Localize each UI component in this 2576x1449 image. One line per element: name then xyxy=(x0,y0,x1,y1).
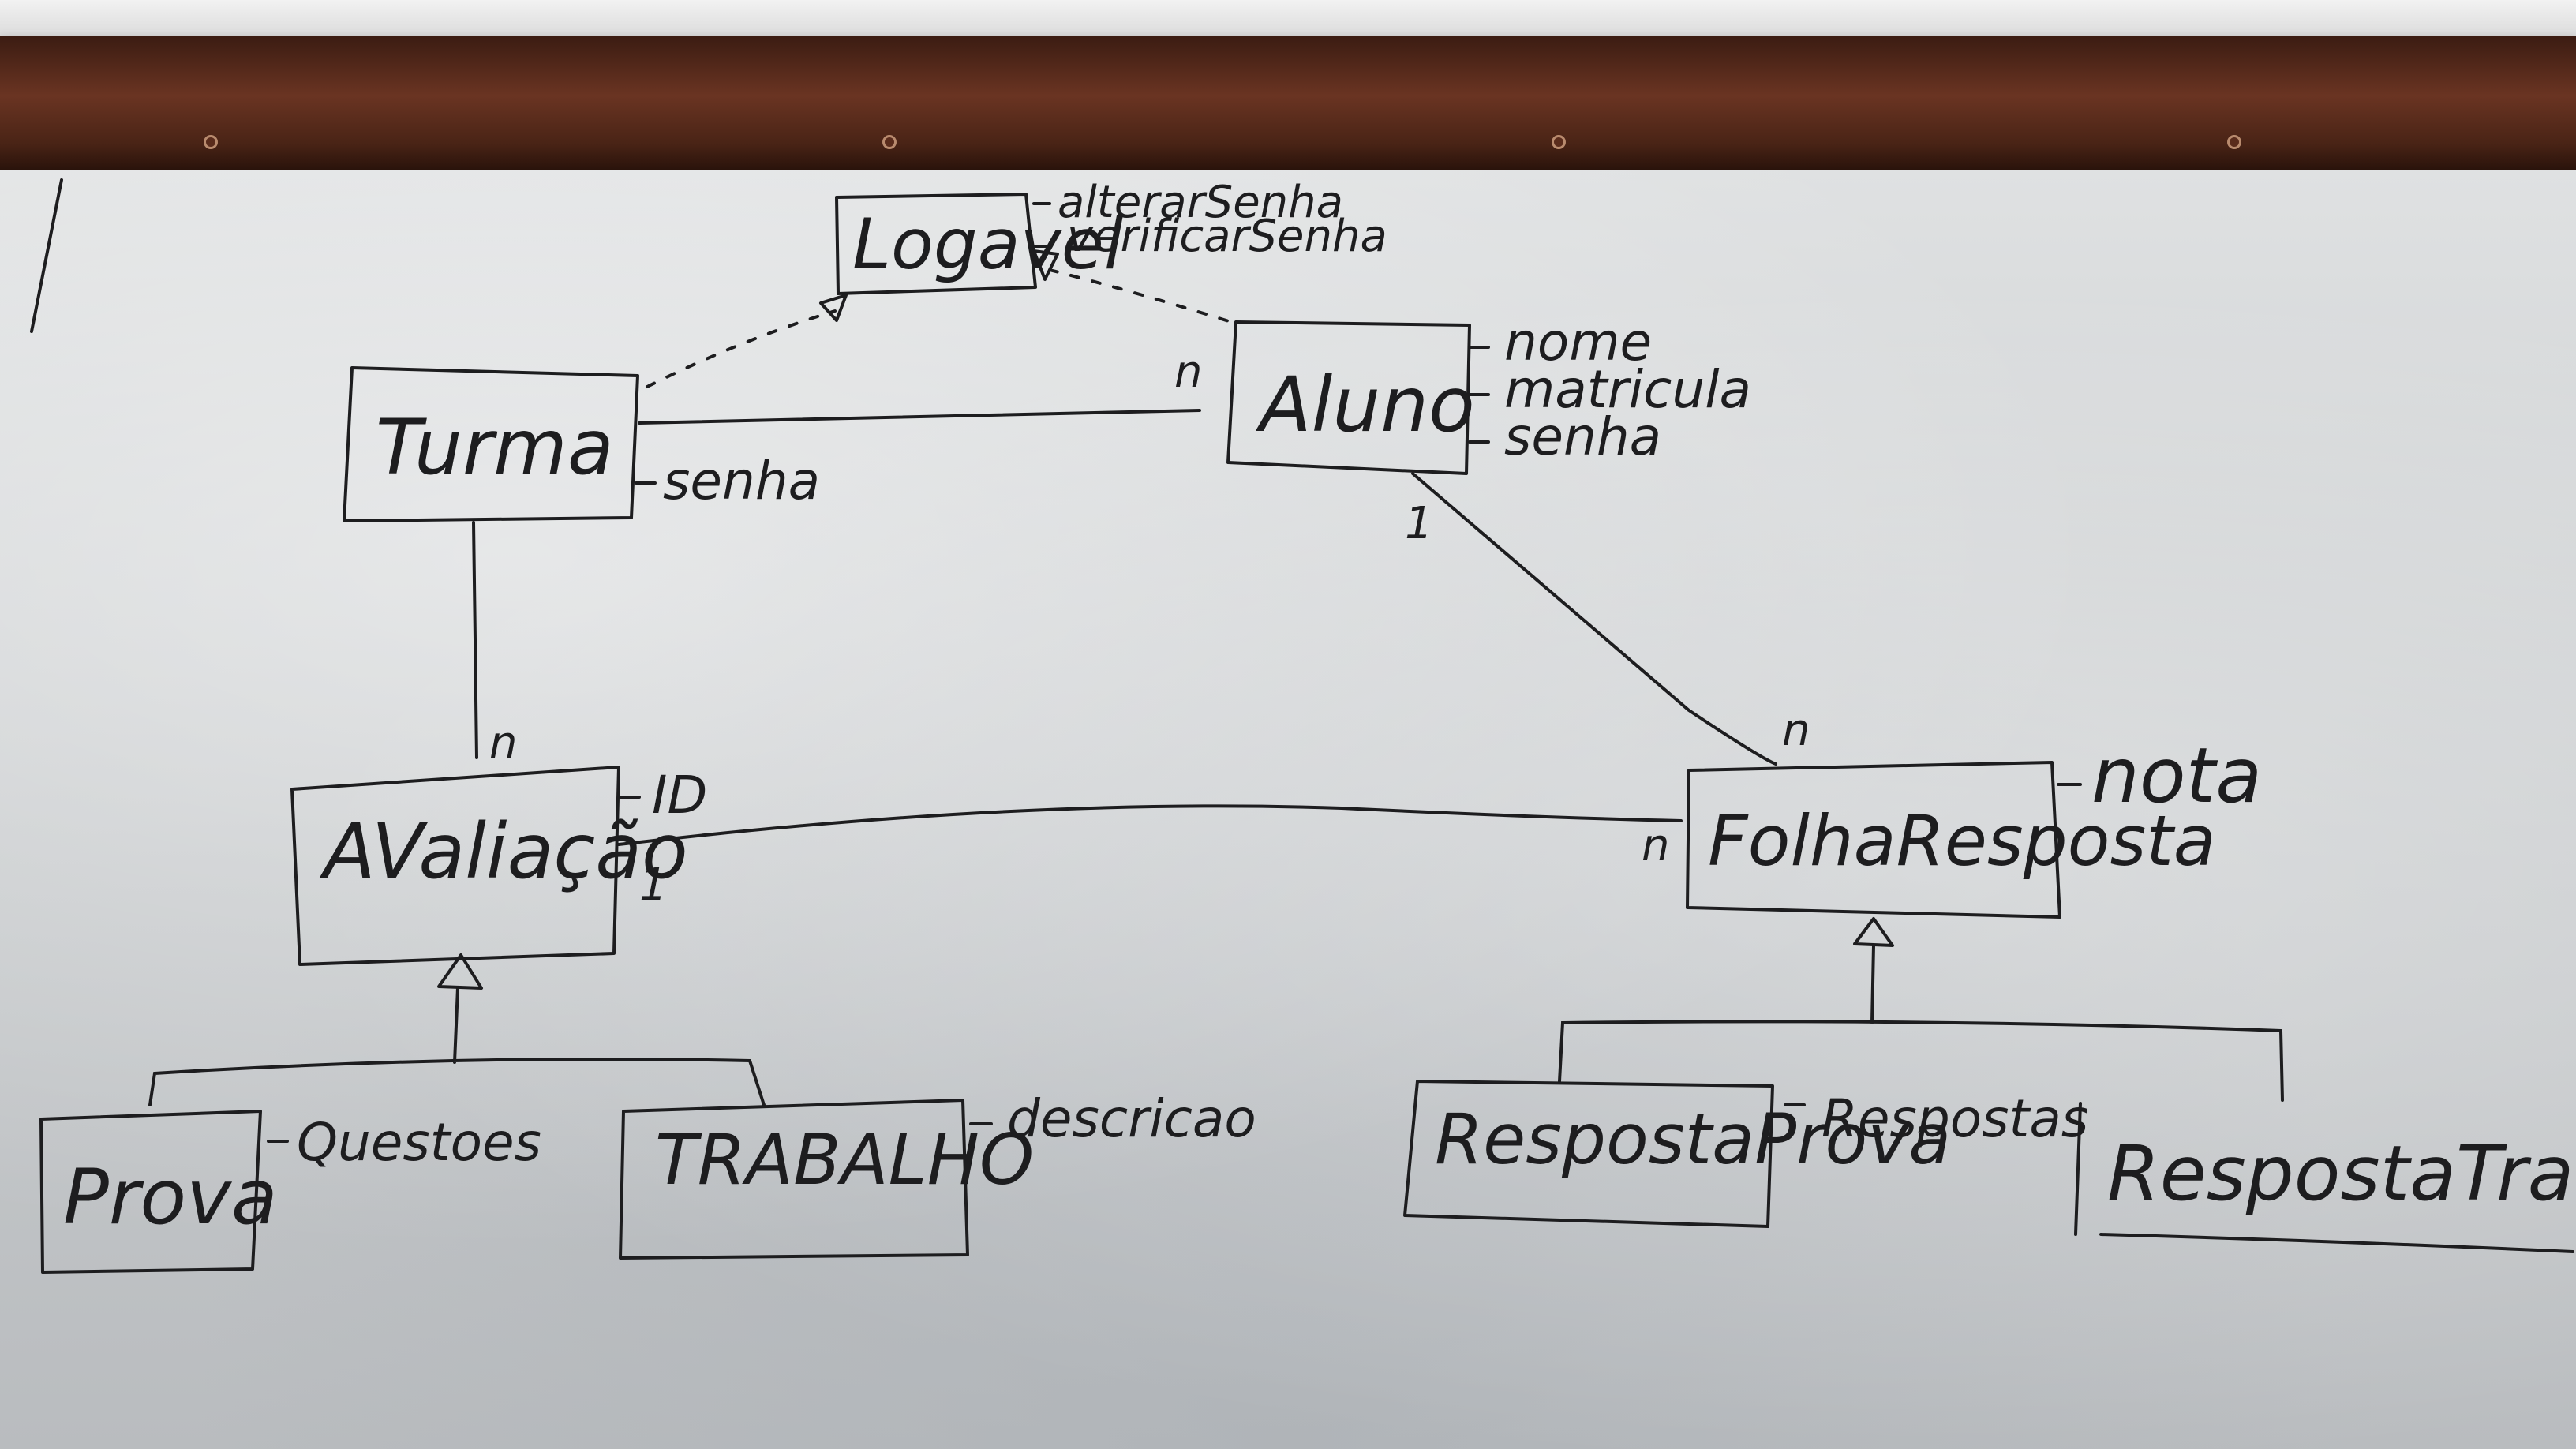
assoc-avaliacao-folha xyxy=(617,804,1683,846)
logavel-method: alterarSenha xyxy=(1058,177,1343,228)
prova-name: Prova xyxy=(63,1153,278,1241)
class-folha-resposta: FolhaResposta nota xyxy=(1686,732,2262,919)
resposta-trab-bottom-edge xyxy=(2099,1233,2574,1253)
realization-arrow-icon xyxy=(819,294,848,322)
aluno-attr: senha xyxy=(1504,406,1661,467)
wall-top xyxy=(0,0,2576,36)
class-trabalho: TRABALHO descricao xyxy=(619,1088,1256,1260)
logavel-box xyxy=(835,193,1037,295)
aluno-attr: nome xyxy=(1504,312,1652,373)
generalization-arrow-icon xyxy=(1853,917,1894,947)
folha-attr: nota xyxy=(2091,732,2262,820)
generalization-avaliacao xyxy=(148,987,766,1106)
prova-box xyxy=(39,1110,262,1274)
mult-aluno-folha-folha: n xyxy=(1782,705,1810,756)
whiteboard-tray xyxy=(0,36,2576,170)
turma-realizes-logavel xyxy=(646,309,837,388)
aluno-name: Aluno xyxy=(1255,361,1475,449)
mult-avaliacao-folha-avaliacao: 1 xyxy=(639,859,668,911)
logavel-method: verificarSenha xyxy=(1067,211,1387,262)
class-aluno: Aluno nome matricula senha xyxy=(1226,312,1751,475)
aluno-realizes-logavel xyxy=(1048,268,1233,324)
class-turma: Turma senha xyxy=(343,366,820,522)
class-avaliacao: AValiação ID xyxy=(290,765,707,966)
avaliacao-box xyxy=(290,766,620,966)
assoc-turma-aluno xyxy=(638,409,1201,425)
class-logavel: Logavel alterarSenha verificarSenha xyxy=(819,177,1387,322)
folha-box xyxy=(1686,761,2061,919)
screw-icon xyxy=(1552,135,1566,149)
resposta-trab-name: RespostaTraba xyxy=(2107,1129,2576,1218)
trabalho-box xyxy=(619,1099,969,1260)
screw-icon xyxy=(204,135,218,149)
assoc-turma-avaliacao xyxy=(472,521,478,759)
trabalho-name: TRABALHO xyxy=(655,1119,1034,1200)
class-resposta-prova: RespostaProva Respostas xyxy=(1403,1080,2088,1228)
prova-attr: Questoes xyxy=(297,1112,541,1173)
screw-icon xyxy=(882,135,897,149)
resposta-prova-box xyxy=(1403,1080,1774,1228)
aluno-attr: matricula xyxy=(1504,359,1751,420)
avaliacao-name: AValiação xyxy=(319,807,688,896)
resposta-prova-attr: Respostas xyxy=(1822,1088,2088,1149)
mult-turma-aluno: n xyxy=(1174,346,1203,398)
aluno-box xyxy=(1226,320,1471,475)
resposta-prova-name: RespostaProva xyxy=(1435,1099,1951,1180)
board-edge-mark xyxy=(30,178,63,333)
turma-box xyxy=(343,366,639,522)
trabalho-attr: descricao xyxy=(1007,1088,1256,1149)
class-prova: Prova Questoes xyxy=(39,1110,541,1274)
resposta-trab-left-edge xyxy=(2074,1102,2082,1236)
logavel-name: Logavel xyxy=(852,204,1124,285)
class-resposta-trabalho: RespostaTraba xyxy=(2074,1102,2576,1253)
mult-avaliacao-folha-folha: n xyxy=(1642,820,1670,871)
mult-aluno-folha-aluno: 1 xyxy=(1405,498,1433,549)
turma-attr: senha xyxy=(663,451,820,511)
assoc-aluno-folha xyxy=(1411,472,1777,766)
mult-turma-avaliacao: n xyxy=(489,717,518,769)
generalization-arrow-icon xyxy=(437,953,483,990)
realization-arrow-icon xyxy=(1032,249,1059,281)
folha-name: FolhaResposta xyxy=(1708,800,2216,882)
turma-name: Turma xyxy=(376,403,614,492)
screw-icon xyxy=(2227,135,2241,149)
avaliacao-attr: ID xyxy=(652,765,707,826)
generalization-folha xyxy=(1558,944,2284,1102)
